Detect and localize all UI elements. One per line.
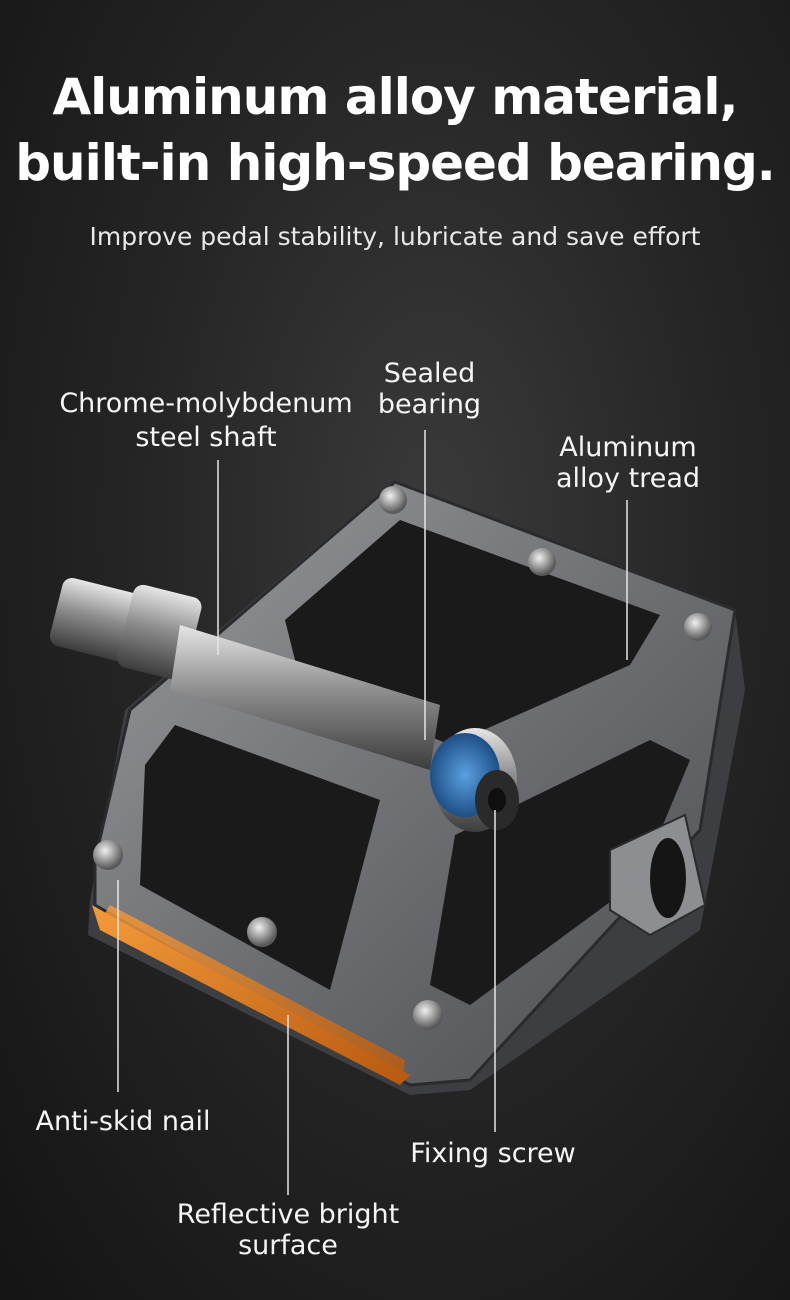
headline-line-1: Aluminum alloy material,	[52, 68, 738, 126]
subtitle: Improve pedal stability, lubricate and s…	[89, 222, 701, 251]
label-bearing-line1: Sealed	[383, 358, 476, 389]
label-nail-line1: Anti-skid nail	[35, 1106, 211, 1137]
label-shaft-line1: Chrome-molybdenum	[59, 388, 353, 419]
label-reflector-line2: surface	[238, 1230, 338, 1261]
label-shaft-line2: steel shaft	[135, 422, 277, 453]
anti-skid-pins	[93, 486, 712, 1030]
label-tread-line2: alloy tread	[555, 463, 701, 494]
label-screw: Fixing screw	[402, 1138, 584, 1169]
pedal-body	[88, 480, 745, 1095]
label-bearing: Sealed bearing	[372, 358, 487, 420]
label-reflector: Reflective bright surface	[168, 1199, 408, 1261]
headline-line-2: built-in high-speed bearing.	[15, 134, 776, 192]
label-bearing-line2: bearing	[377, 389, 482, 420]
label-tread: Aluminum alloy tread	[548, 432, 708, 494]
label-nail: Anti-skid nail	[28, 1106, 218, 1137]
fixing-screw	[488, 788, 506, 812]
label-reflector-line1: Reflective bright	[176, 1199, 400, 1230]
label-tread-line1: Aluminum	[559, 432, 697, 463]
reflector	[92, 905, 410, 1085]
label-screw-line1: Fixing screw	[410, 1138, 576, 1169]
spindle-shaft	[49, 578, 519, 832]
label-shaft: Chrome-molybdenum steel shaft	[48, 388, 364, 453]
callout-lines	[117, 430, 628, 1195]
